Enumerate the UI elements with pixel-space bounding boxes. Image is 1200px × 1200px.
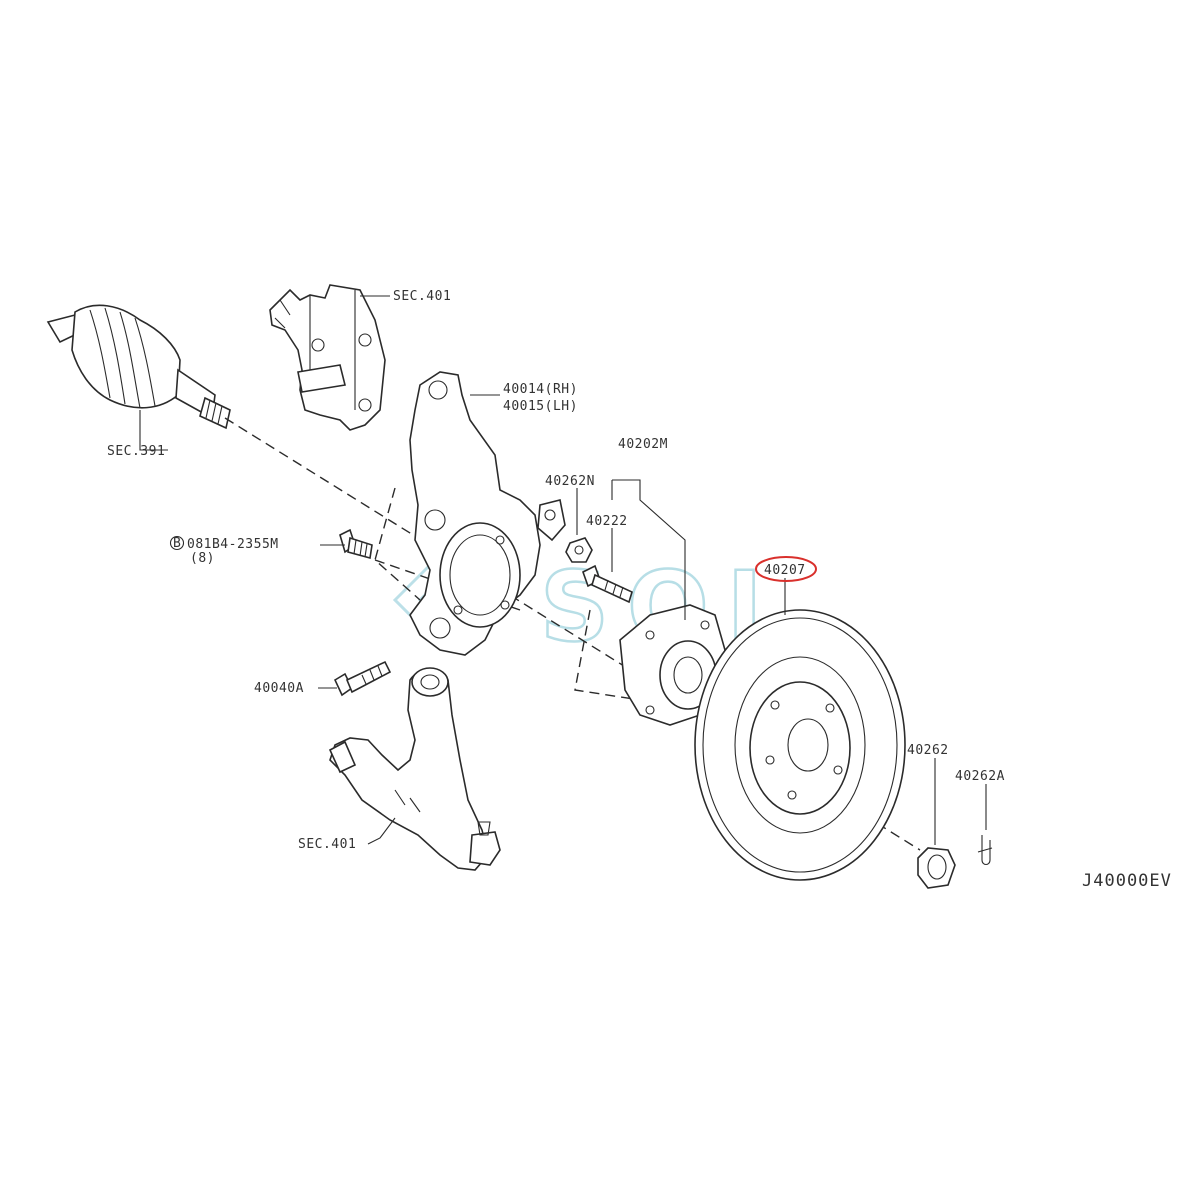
label-driveshaft: SEC.391	[107, 444, 165, 459]
label-bolt-code: 081B4-2355M	[187, 537, 279, 552]
label-lower-bolt: 40040A	[254, 681, 304, 696]
label-hub-bolt: 40222	[586, 514, 628, 529]
label-sec401-bottom: SEC.401	[298, 837, 356, 852]
axis-line-bolt	[374, 559, 521, 611]
cotter-pin	[977, 835, 993, 866]
lower-bolt	[333, 660, 392, 697]
knuckle-bolt	[339, 528, 373, 560]
label-sec401-top: SEC.401	[393, 289, 451, 304]
bolt-code-marker: B	[169, 535, 185, 551]
label-bolt-code-qty: (8)	[190, 551, 215, 566]
label-hub-nut: 40262	[907, 743, 949, 758]
label-hub-assembly: 40202M	[618, 437, 668, 452]
label-knuckle-lh: 40015(LH)	[503, 399, 578, 414]
steering-knuckle	[409, 371, 566, 656]
axis-line-box-hub	[574, 609, 641, 701]
lower-control-arm	[328, 667, 501, 871]
leader-lines	[139, 295, 987, 845]
hub-nut	[917, 847, 956, 889]
label-knuckle-rh: 40014(RH)	[503, 382, 578, 397]
strut-bracket	[269, 284, 386, 431]
brake-rotor	[694, 609, 906, 881]
hub-bolt	[582, 564, 633, 604]
diagram-id: J40000EV	[1082, 871, 1172, 891]
label-hub-nut-lower: 40262N	[545, 474, 595, 489]
highlight-circle	[755, 556, 817, 582]
axis-line-box-left	[374, 487, 421, 601]
label-cotter-pin: 40262A	[955, 769, 1005, 784]
label-rotor: 40207	[764, 563, 806, 578]
hub-assembly	[619, 604, 726, 726]
bolt-code-marker-letter: B	[173, 536, 181, 551]
small-nut	[565, 537, 593, 563]
drive-shaft	[46, 304, 231, 430]
